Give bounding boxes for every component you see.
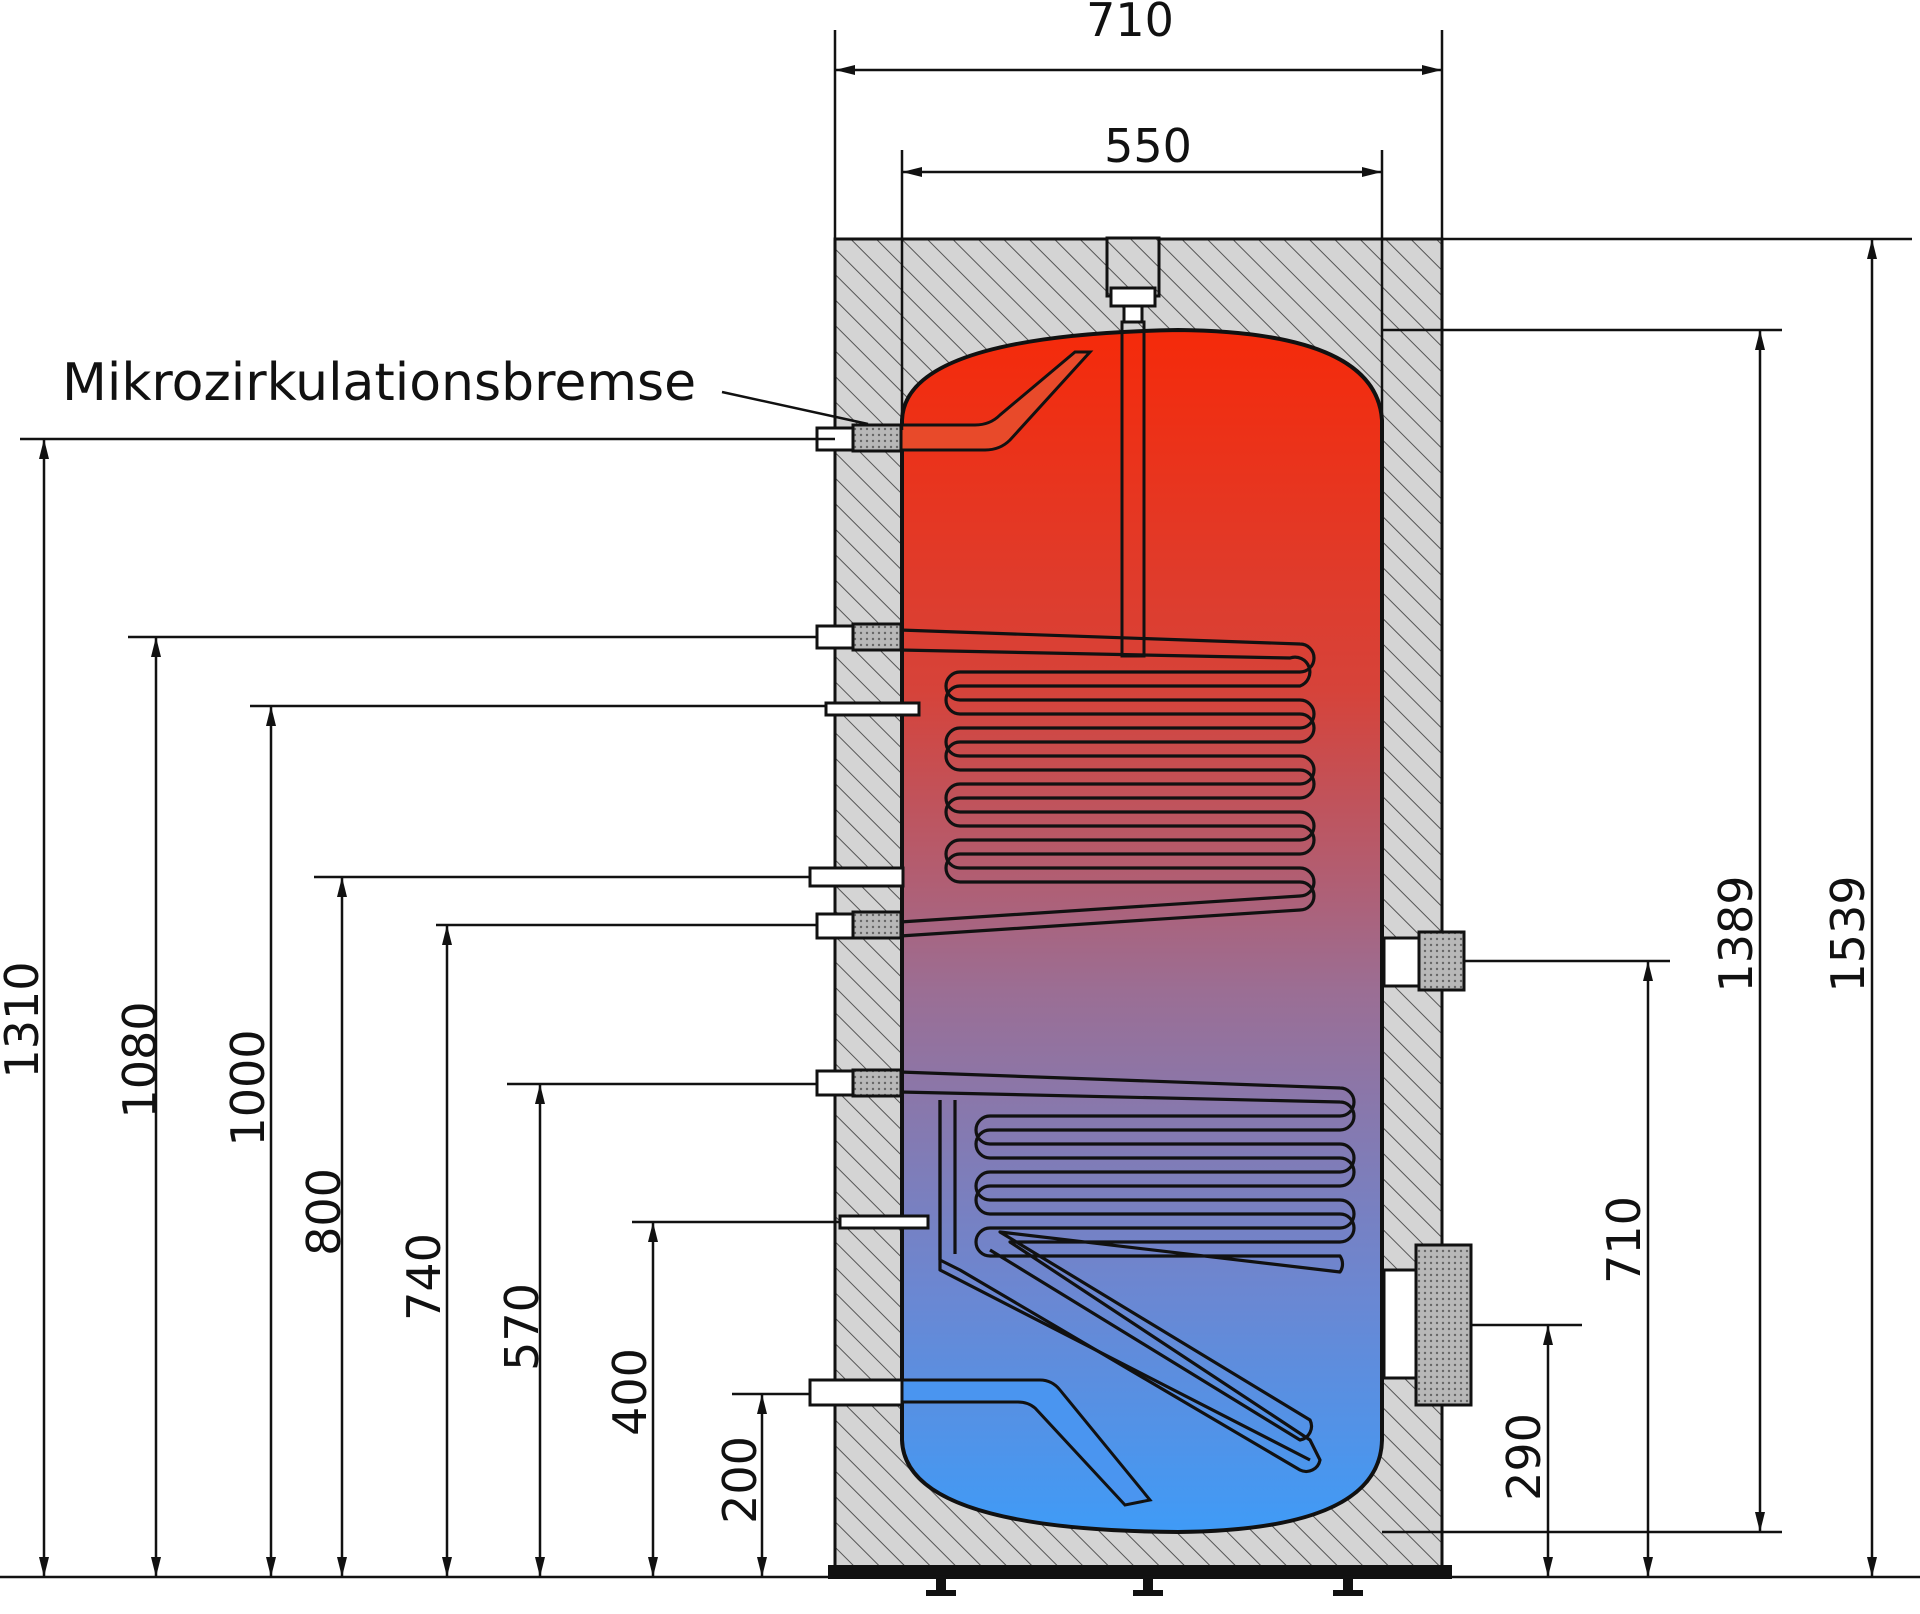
dim-570: 570 [495,1283,549,1371]
feet [926,1579,1363,1596]
dim-290: 290 [1497,1413,1551,1501]
micro-circulation-pipe [900,350,1094,452]
top-dimension-lines [833,30,1444,430]
dim-width-outer: 710 [1086,0,1174,47]
lower-heat-exchanger-coil [899,1070,1356,1474]
left-fittings [808,423,930,1407]
label-leader-line [721,390,869,426]
dim-1539: 1539 [1821,875,1875,992]
base-plate [828,1565,1452,1579]
mikrozirkulationsbremse-label: Mikrozirkulationsbremse [62,353,696,413]
dim-1000: 1000 [221,1029,275,1146]
left-dimension-lines [20,437,840,1577]
dim-800: 800 [297,1168,351,1256]
cold-inlet-pipe [808,1378,1153,1507]
dim-740: 740 [397,1233,451,1321]
dim-width-inner: 550 [1104,119,1192,173]
right-dimension-lines [1382,237,1912,1577]
dim-710-right: 710 [1597,1196,1651,1284]
dim-1310: 1310 [0,961,49,1078]
dim-400: 400 [603,1348,657,1436]
lower-coil-riser [938,1100,1311,1462]
anode [1105,236,1161,658]
dim-1080: 1080 [113,1001,167,1118]
dim-200: 200 [713,1436,767,1524]
dim-1389: 1389 [1709,875,1763,992]
upper-heat-exchanger-coil [899,628,1316,938]
tank-body [900,327,1384,1535]
